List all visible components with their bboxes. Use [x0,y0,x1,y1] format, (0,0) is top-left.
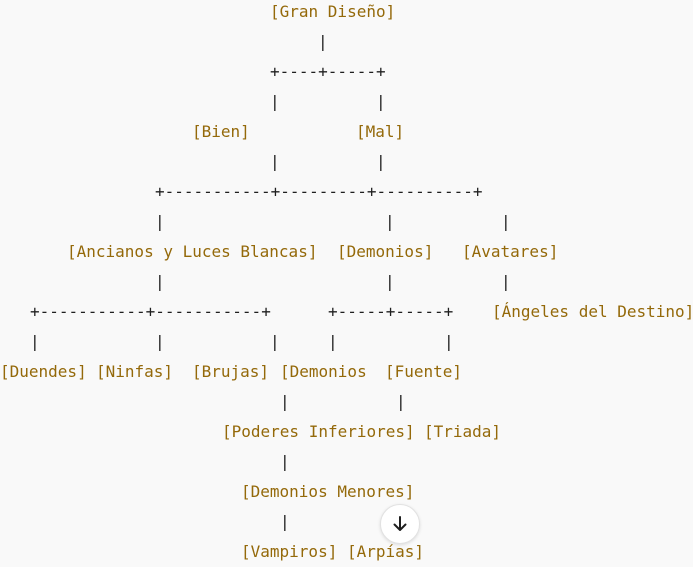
tree-row: +-----------+---------+----------+ [0,177,693,207]
tree-row: | | | [0,207,693,237]
tree-row: +----+-----+ [0,57,693,87]
arrow-down-icon [393,516,407,531]
tree-row: [Vampiros] [Arpías] [0,537,693,567]
tree-node: [Fuente] [385,362,463,381]
tree-connector: | [328,332,338,351]
tree-connector: | [280,512,290,531]
tree-node: [Arpías] [347,542,425,561]
tree-row: | [0,27,693,57]
tree-connector: | [376,92,386,111]
tree-connector: | [270,332,280,351]
tree-connector: | [385,272,395,291]
tree-node: [Ángeles del Destino] [492,302,693,321]
tree-connector: | [155,272,165,291]
tree-node: [Demonios [280,362,367,381]
tree-connector: | [30,332,40,351]
tree-connector: | [270,152,280,171]
tree-node: [Ancianos y Luces Blancas] [67,242,318,261]
tree-row: [Bien] [Mal] [0,117,693,147]
tree-node: [Duendes] [0,362,87,381]
tree-node: [Gran Diseño] [270,2,396,21]
tree-connector: | [376,152,386,171]
tree-row: | [0,447,693,477]
tree-connector: | [280,392,290,411]
tree-row: | | | [0,267,693,297]
tree-row: [Ancianos y Luces Blancas] [Demonios] [Ava… [0,237,693,267]
tree-row: +-----------+-----------+ +-----+-----+ [Á… [0,297,693,327]
tree-row: [Demonios Menores] [0,477,693,507]
tree-row: [Poderes Inferiores] [Triada] [0,417,693,447]
tree-row: [Gran Diseño] [0,0,693,27]
tree-connector: +-----+-----+ [328,302,454,321]
tree-connector: +-----------+-----------+ [30,302,271,321]
tree-row: | | | | | [0,327,693,357]
scroll-down-button[interactable] [380,504,420,544]
tree-row: || [0,147,693,177]
tree-row: [Duendes] [Ninfas] [Brujas] [Demonios [Fuent… [0,357,693,387]
tree-connector: | [444,332,454,351]
tree-node: [Ninfas] [96,362,174,381]
tree-connector: | [280,452,290,471]
tree-connector: +----+-----+ [270,62,386,81]
tree-row: | [0,507,693,537]
tree-connector: | [155,212,165,231]
tree-connector: | [501,272,511,291]
tree-node: [Triada] [424,422,502,441]
tree-connector: | [385,212,395,231]
tree-row: || [0,387,693,417]
tree-connector: | [155,332,165,351]
tree-connector: | [396,392,406,411]
tree-node: [Demonios] [337,242,434,261]
tree-node: [Demonios Menores] [241,482,415,501]
tree-connector: | [270,92,280,111]
tree-connector: +-----------+---------+----------+ [155,182,483,201]
tree-node: [Vampiros] [241,542,338,561]
tree-connector: | [501,212,511,231]
tree-node: [Poderes Inferiores] [222,422,415,441]
tree-node: [Mal] [356,122,405,141]
tree-node: [Bien] [192,122,250,141]
tree-connector: | [318,32,328,51]
tree-row: || [0,87,693,117]
tree-node: [Avatares] [462,242,559,261]
tree-node: [Brujas] [192,362,270,381]
